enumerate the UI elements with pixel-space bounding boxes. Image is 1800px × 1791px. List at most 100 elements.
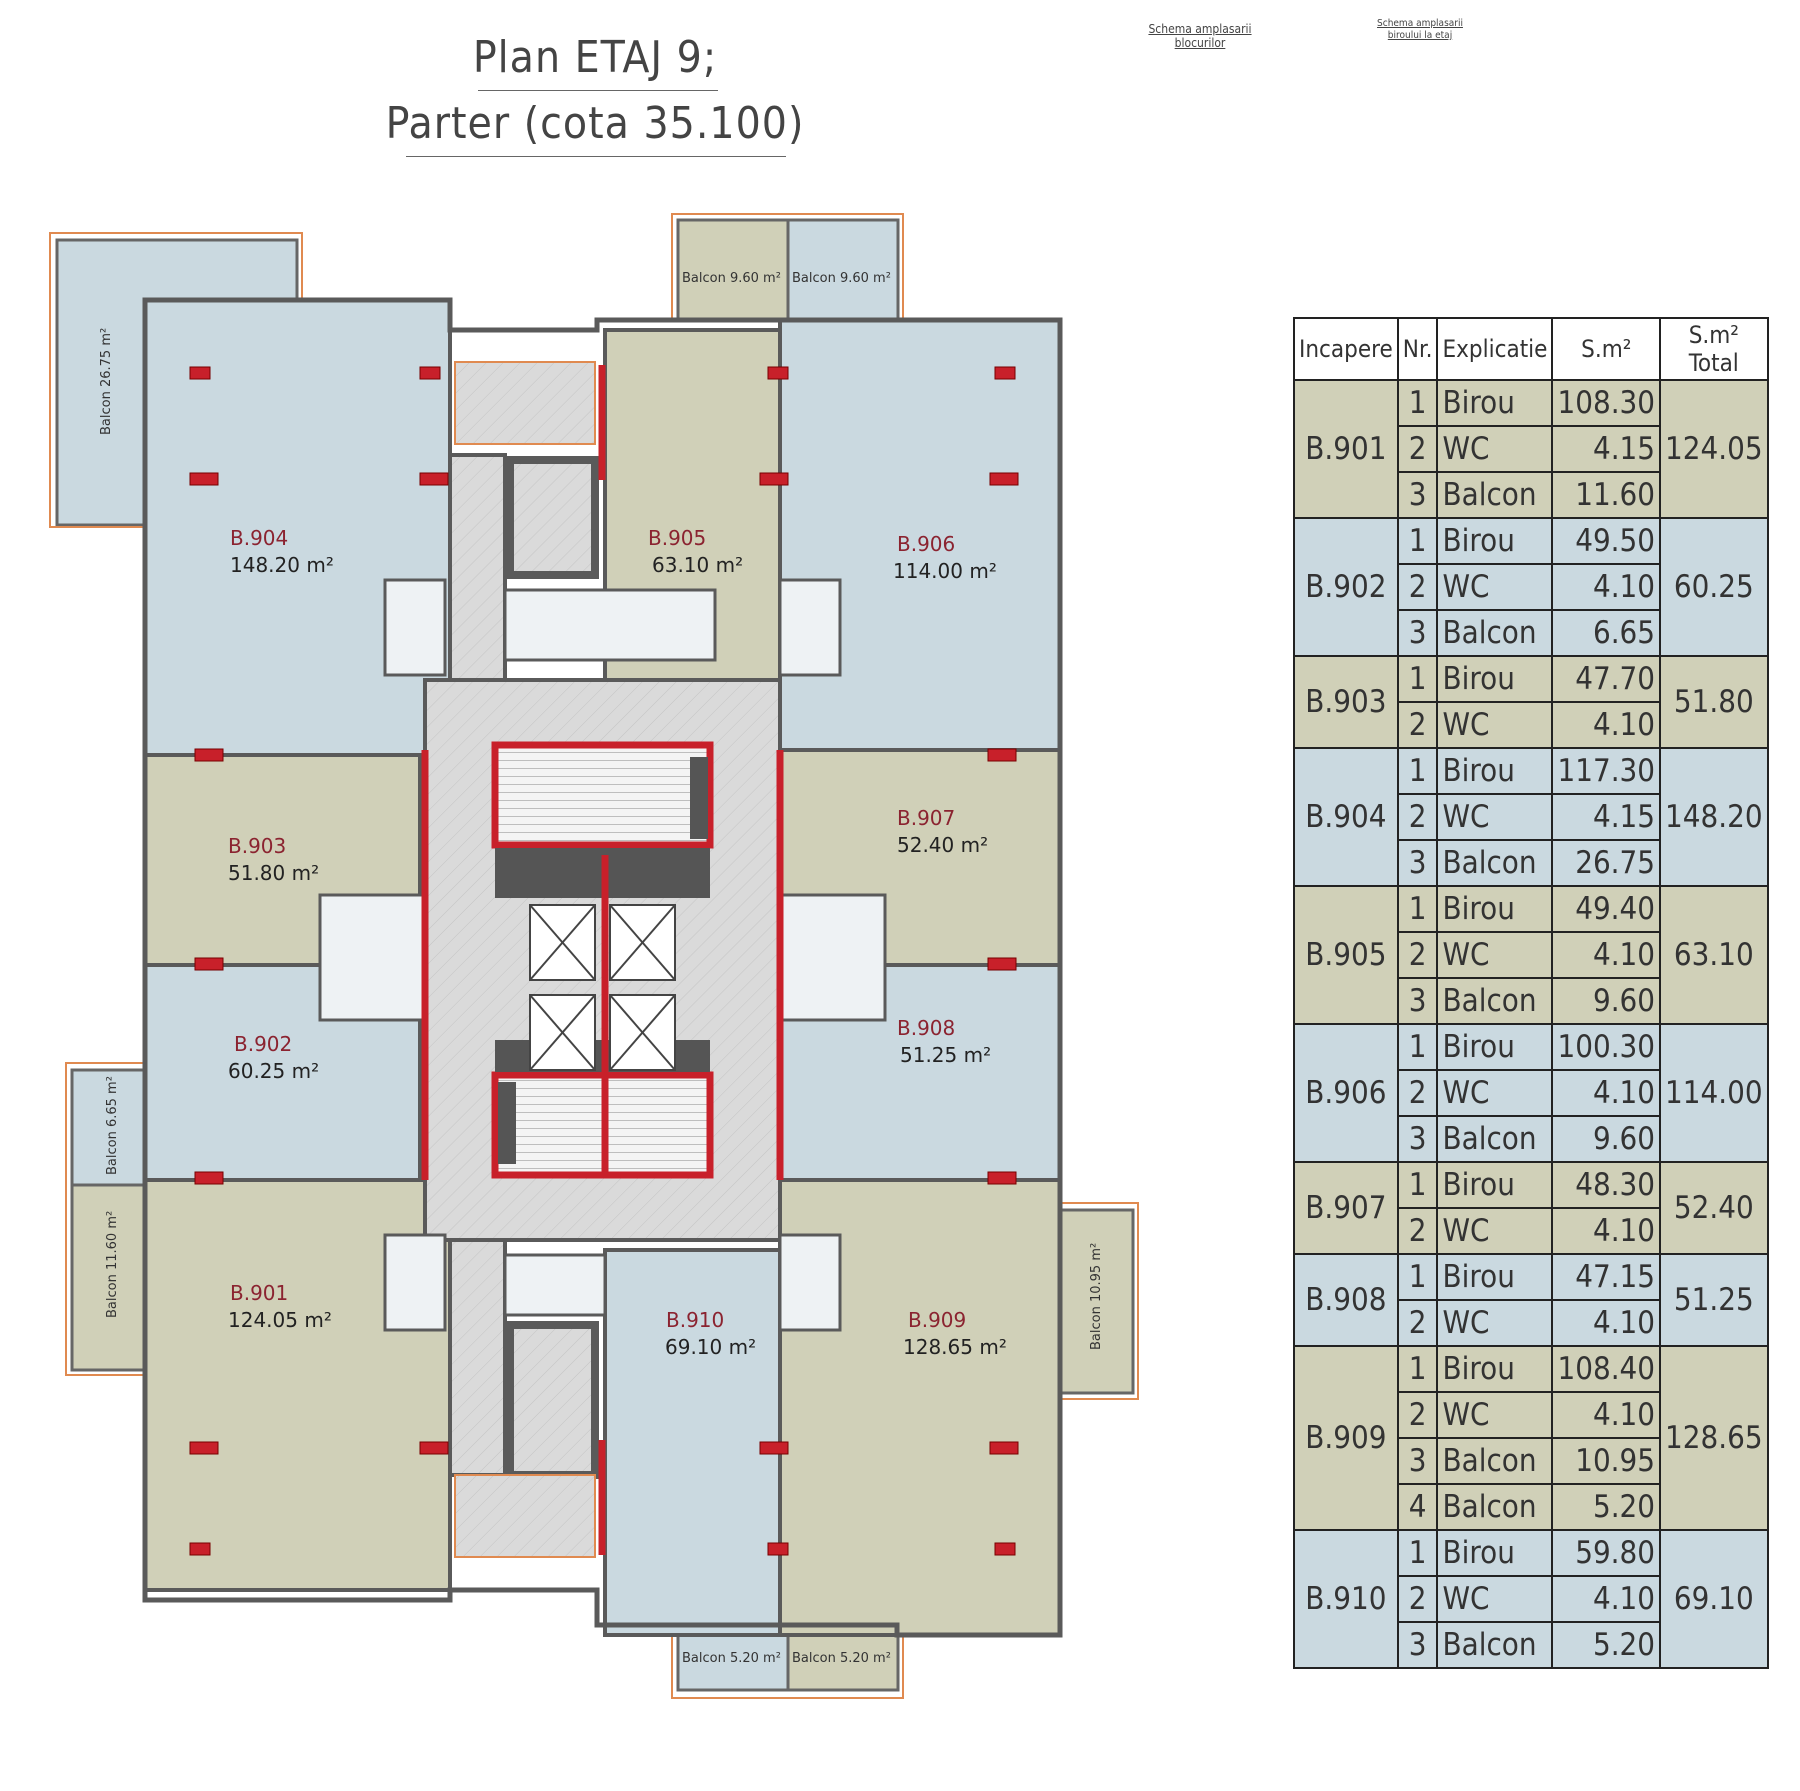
cell-explicatie: Balcon xyxy=(1436,1437,1554,1485)
cell-explicatie: WC xyxy=(1436,563,1554,611)
wc-b905-group xyxy=(503,588,717,662)
cell-area: 49.40 xyxy=(1551,885,1662,933)
cell-area: 4.10 xyxy=(1551,1391,1662,1439)
cell-area: 4.10 xyxy=(1551,1207,1662,1255)
cell-nr: 2 xyxy=(1396,1391,1439,1439)
cell-incapere: B.910 xyxy=(1293,1529,1399,1669)
room-b906-id: B.906 xyxy=(897,532,955,556)
cell-explicatie: Birou xyxy=(1436,1161,1554,1209)
balconies xyxy=(55,218,1135,1692)
room-b903-id: B.903 xyxy=(228,834,286,858)
cell-nr: 1 xyxy=(1396,1529,1439,1577)
elevator-2 xyxy=(609,904,676,981)
room-b906-area: 114.00 m² xyxy=(893,559,997,583)
room-b907-area: 52.40 m² xyxy=(897,833,988,857)
cell-explicatie: WC xyxy=(1436,1575,1554,1623)
room-b908-area: 51.25 m² xyxy=(900,1043,991,1067)
elevator-3 xyxy=(529,994,596,1071)
core-upper-corridor xyxy=(448,453,507,682)
balcony-label-b905: Balcon 9.60 m² xyxy=(682,271,781,286)
stair-south-landing xyxy=(498,1082,516,1164)
balcony-label-b906: Balcon 9.60 m² xyxy=(792,271,891,286)
header-total: S.m² Total xyxy=(1659,317,1769,381)
cell-nr: 1 xyxy=(1396,379,1439,427)
balcony-b901 xyxy=(70,1183,147,1372)
wc-b901 xyxy=(383,1233,447,1332)
room-b902-area: 60.25 m² xyxy=(228,1059,319,1083)
cell-area: 26.75 xyxy=(1551,839,1662,887)
plan-title-line1: Plan ETAJ 9; xyxy=(472,32,718,83)
cell-explicatie: WC xyxy=(1436,701,1554,749)
cell-total: 51.25 xyxy=(1659,1253,1769,1347)
header-sm: S.m² xyxy=(1551,317,1662,381)
balcony-label-b902: Balcon 6.65 m² xyxy=(105,1076,120,1175)
core-vestibule-top xyxy=(454,361,596,445)
cell-incapere: B.908 xyxy=(1293,1253,1399,1347)
cell-nr: 3 xyxy=(1396,1115,1439,1163)
balcony-b909-east xyxy=(1056,1208,1135,1395)
cell-area: 108.30 xyxy=(1551,379,1662,427)
title-underline-1 xyxy=(478,90,718,91)
room-b905-area: 63.10 m² xyxy=(652,553,743,577)
cell-incapere: B.902 xyxy=(1293,517,1399,657)
cell-total: 63.10 xyxy=(1659,885,1769,1025)
cell-area: 10.95 xyxy=(1551,1437,1662,1485)
balcony-b905 xyxy=(676,218,790,322)
cell-total: 128.65 xyxy=(1659,1345,1769,1531)
floor-plan: B.904 148.20 m² B.905 63.10 m² B.906 114… xyxy=(49,213,1139,1699)
cell-nr: 4 xyxy=(1396,1483,1439,1531)
elevator-1 xyxy=(529,904,596,981)
cell-nr: 2 xyxy=(1396,793,1439,841)
room-b910-area: 69.10 m² xyxy=(665,1335,756,1359)
schema-blocks-caption-line1: Schema amplasarii xyxy=(1148,22,1252,36)
area-table-header: Incapere Nr. Explicatie S.m² S.m² Total xyxy=(1293,317,1769,381)
cell-explicatie: WC xyxy=(1436,1207,1554,1255)
core-lower-corridor xyxy=(448,1238,507,1477)
cell-incapere: B.909 xyxy=(1293,1345,1399,1531)
cell-explicatie: Balcon xyxy=(1436,471,1554,519)
title-underline-2 xyxy=(406,156,786,157)
room-b904-area: 148.20 m² xyxy=(230,553,334,577)
schema-office-caption-line2: biroului la etaj xyxy=(1387,30,1453,41)
wc-b906 xyxy=(778,578,842,677)
cell-explicatie: WC xyxy=(1436,931,1554,979)
cell-nr: 2 xyxy=(1396,1069,1439,1117)
cell-area: 5.20 xyxy=(1551,1621,1662,1669)
cell-area: 100.30 xyxy=(1551,1023,1662,1071)
header-total-bottom: Total xyxy=(1688,349,1739,377)
cell-nr: 3 xyxy=(1396,1437,1439,1485)
cell-nr: 1 xyxy=(1396,885,1439,933)
cell-explicatie: Birou xyxy=(1436,747,1554,795)
wc-blocks xyxy=(318,578,887,1332)
cell-explicatie: Birou xyxy=(1436,885,1554,933)
cell-total: 52.40 xyxy=(1659,1161,1769,1255)
cell-nr: 2 xyxy=(1396,425,1439,473)
balcony-label-b909-east: Balcon 10.95 m² xyxy=(1089,1243,1104,1350)
cell-explicatie: WC xyxy=(1436,1069,1554,1117)
cell-nr: 3 xyxy=(1396,977,1439,1025)
cell-nr: 3 xyxy=(1396,1621,1439,1669)
cell-total: 60.25 xyxy=(1659,517,1769,657)
wc-b904 xyxy=(383,578,447,677)
cell-incapere: B.906 xyxy=(1293,1023,1399,1163)
cell-area: 11.60 xyxy=(1551,471,1662,519)
cell-area: 48.30 xyxy=(1551,1161,1662,1209)
cell-nr: 1 xyxy=(1396,1253,1439,1301)
cell-total: 51.80 xyxy=(1659,655,1769,749)
room-labels: B.904 148.20 m² B.905 63.10 m² B.906 114… xyxy=(228,526,1007,1359)
cell-explicatie: Balcon xyxy=(1436,977,1554,1025)
cell-explicatie: WC xyxy=(1436,1391,1554,1439)
cell-nr: 2 xyxy=(1396,1575,1439,1623)
